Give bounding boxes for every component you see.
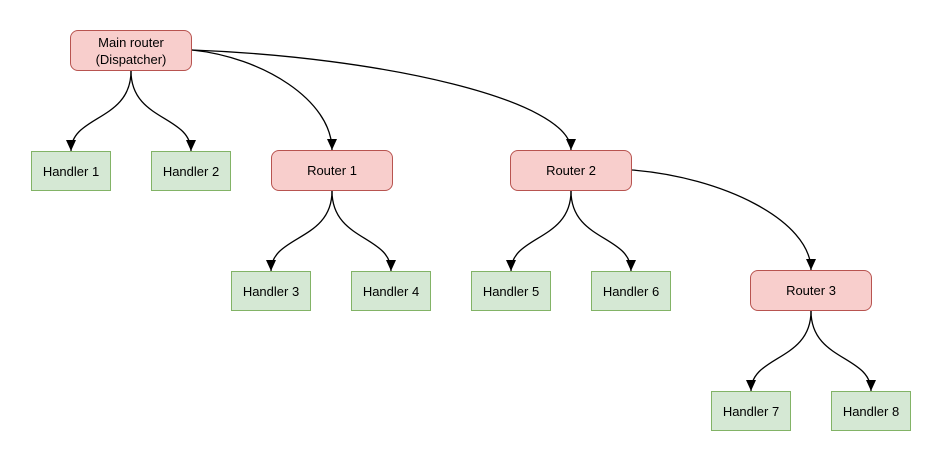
edges-group (66, 49, 876, 392)
node-label-line: Handler 2 (162, 163, 220, 179)
edge-main-router-to-router-1 (191, 49, 337, 151)
node-label-line: Main router (98, 34, 164, 50)
node-label-line: Router 3 (786, 283, 836, 298)
node-label-line: Handler 1 (42, 163, 100, 179)
node-handler-3[interactable]: Handler 3 (231, 271, 311, 311)
node-router-3[interactable]: Router 3 (750, 270, 872, 311)
node-label-line: Router 1 (307, 163, 357, 178)
node-handler-5[interactable]: Handler 5 (471, 271, 551, 311)
edge-router-1-to-handler-3 (266, 190, 333, 272)
edge-main-router-to-handler-2 (130, 70, 196, 152)
node-label-line: Handler 3 (242, 283, 300, 299)
edge-router-3-to-handler-7 (746, 310, 812, 392)
edge-router-1-to-handler-4 (331, 190, 396, 272)
node-handler-4[interactable]: Handler 4 (351, 271, 431, 311)
node-label-line: (Dispatcher) (95, 51, 167, 67)
node-handler-6[interactable]: Handler 6 (591, 271, 671, 311)
node-handler-7[interactable]: Handler 7 (711, 391, 791, 431)
node-handler-1[interactable]: Handler 1 (31, 151, 111, 191)
edge-router-2-to-router-3 (631, 169, 816, 271)
node-router-2[interactable]: Router 2 (510, 150, 632, 191)
node-router-1[interactable]: Router 1 (271, 150, 393, 191)
node-handler-2[interactable]: Handler 2 (151, 151, 231, 191)
edge-router-2-to-handler-5 (506, 190, 572, 272)
node-label-line: Handler 4 (362, 283, 420, 299)
edge-router-2-to-handler-6 (570, 190, 636, 272)
node-label-line: Handler 6 (602, 283, 660, 299)
node-label-line: Router 2 (546, 163, 596, 178)
edge-main-router-to-router-2 (191, 49, 576, 151)
node-label-line: Handler 5 (482, 283, 540, 299)
edge-router-3-to-handler-8 (810, 310, 876, 392)
node-label-line: Handler 7 (722, 403, 780, 419)
node-label-line: Handler 8 (842, 403, 900, 419)
node-handler-8[interactable]: Handler 8 (831, 391, 911, 431)
node-main-router[interactable]: Main router(Dispatcher) (70, 30, 192, 71)
edge-main-router-to-handler-1 (66, 70, 132, 152)
